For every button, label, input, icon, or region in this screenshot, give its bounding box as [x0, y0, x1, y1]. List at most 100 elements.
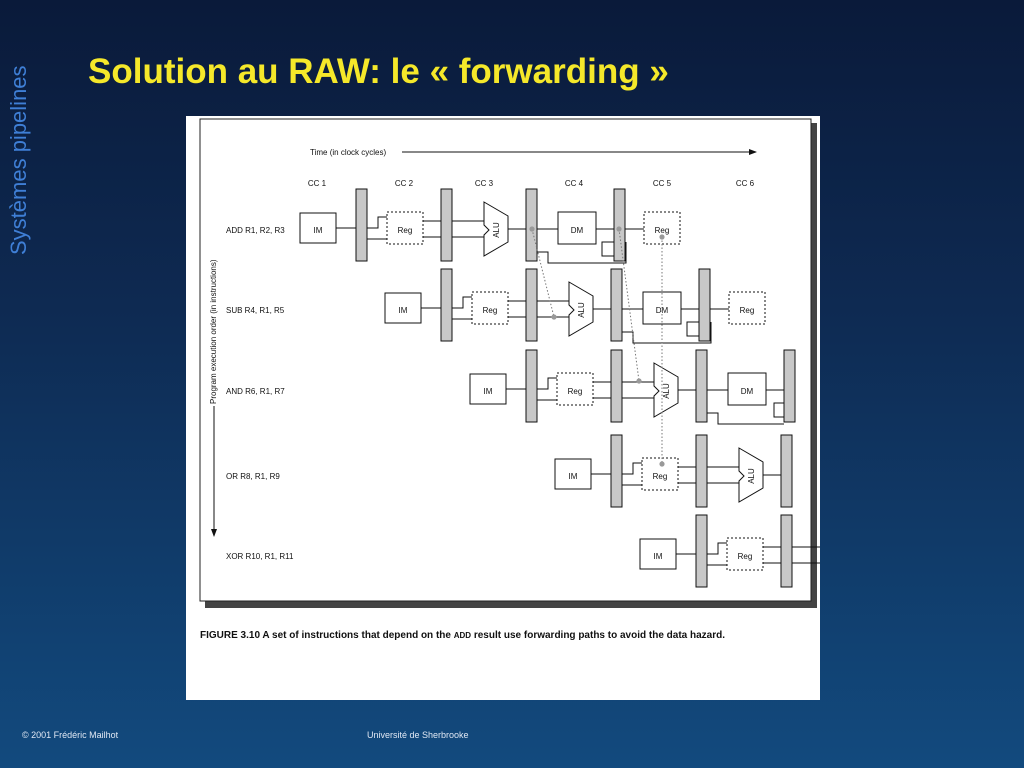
pipeline-register [783, 349, 796, 423]
pipeline-register [440, 268, 453, 342]
reg-read-box [471, 291, 509, 325]
alu-shape [738, 447, 764, 503]
alu-label: ALU [662, 383, 671, 399]
reg-read-label: Reg [483, 306, 498, 315]
forwarding-path [618, 228, 640, 382]
clock-cycle-label: CC 5 [653, 179, 672, 188]
pipeline-register [695, 514, 708, 588]
im-box [469, 373, 507, 405]
dm-label: DM [741, 387, 754, 396]
pipeline-register [780, 514, 793, 588]
forwarding-node [551, 314, 557, 320]
im-box [384, 292, 422, 324]
reg-write-label: Reg [655, 226, 670, 235]
forwarding-path [531, 228, 555, 318]
wire [537, 377, 557, 390]
pipeline-row: IM Reg ALU DM Reg [299, 188, 681, 264]
clock-cycle-label: CC 2 [395, 179, 414, 188]
reg-write-label: Reg [740, 306, 755, 315]
pipeline-row: IM Reg ALU [554, 434, 793, 508]
pipeline-register [695, 349, 708, 423]
pipeline-register [613, 188, 626, 262]
footer-university: Université de Sherbrooke [367, 730, 469, 740]
pipeline-row: IM Reg ALU [469, 349, 708, 423]
instruction-label: SUB R4, R1, R5 [226, 306, 285, 315]
im-box [299, 212, 337, 244]
im-box [554, 458, 592, 490]
im-label: IM [399, 306, 408, 315]
clock-cycle-label: CC 3 [475, 179, 494, 188]
dm-label: DM [571, 226, 584, 235]
pipeline-register [610, 434, 623, 508]
pipeline-register [525, 268, 538, 342]
forwarding-node [659, 234, 665, 240]
order-label: Program execution order (in instructions… [209, 259, 218, 404]
wire [707, 412, 784, 425]
figure-panel: Time (in clock cycles) Program execution… [186, 116, 820, 700]
reg-write-box [728, 291, 766, 325]
wire [681, 308, 700, 337]
reg-read-label: Reg [738, 552, 753, 561]
pipeline-diagram: Time (in clock cycles) Program execution… [199, 118, 820, 608]
im-box [639, 538, 677, 570]
dm-box [557, 211, 597, 245]
pipeline-register [525, 349, 538, 423]
alu-label: ALU [492, 222, 501, 238]
time-label: Time (in clock cycles) [310, 148, 386, 157]
im-label: IM [654, 552, 663, 561]
side-title: Systèmes pipelines [6, 65, 31, 255]
forwarding-node [616, 226, 622, 232]
dm-box [727, 372, 767, 406]
clock-cycle-labels: CC 1 CC 2 CC 3 CC 4 CC 5 CC 6 [308, 179, 755, 188]
wire [766, 389, 785, 418]
slide-title: Solution au RAW: le « forwarding » [88, 52, 669, 91]
wire [367, 216, 387, 229]
pipeline-register [695, 434, 708, 508]
pipeline-register [610, 349, 623, 423]
clock-cycle-label: CC 1 [308, 179, 327, 188]
instruction-label: OR R8, R1, R9 [226, 472, 280, 481]
reg-read-label: Reg [653, 472, 668, 481]
alu-label: ALU [747, 468, 756, 484]
reg-read-box [726, 537, 764, 571]
reg-read-box [386, 211, 424, 245]
reg-read-box [556, 372, 594, 406]
forwarding-node [529, 226, 535, 232]
clock-cycle-label: CC 4 [565, 179, 584, 188]
instruction-label: AND R6, R1, R7 [226, 387, 285, 396]
im-label: IM [484, 387, 493, 396]
figure-caption: FIGURE 3.10 A set of instructions that d… [200, 630, 726, 641]
wire [622, 462, 642, 475]
wire [596, 228, 615, 257]
pipeline-register [698, 268, 711, 342]
wire [537, 242, 627, 264]
alu-label: ALU [577, 302, 586, 318]
pipeline-register [780, 434, 793, 508]
clock-cycle-label: CC 6 [736, 179, 755, 188]
alu-shape [483, 201, 509, 257]
im-label: IM [569, 472, 578, 481]
pipeline-register [610, 268, 623, 342]
figure-frame [199, 118, 812, 602]
wire [452, 296, 472, 309]
instruction-labels: ADD R1, R2, R3 SUB R4, R1, R5 AND R6, R1, … [226, 226, 294, 561]
instruction-label: ADD R1, R2, R3 [226, 226, 285, 235]
pipeline-register [525, 188, 538, 262]
forwarding-node [659, 461, 665, 467]
forwarding-paths [529, 226, 665, 467]
wire [622, 322, 712, 344]
reg-read-label: Reg [398, 226, 413, 235]
pipeline-row: DM [707, 349, 796, 425]
forwarding-node [636, 378, 642, 384]
alu-shape [653, 362, 679, 418]
footer-copyright: © 2001 Frédéric Mailhot [22, 730, 119, 740]
pipeline-register [440, 188, 453, 262]
instruction-label: XOR R10, R1, R11 [226, 552, 294, 561]
reg-read-label: Reg [568, 387, 583, 396]
wire [707, 542, 727, 555]
im-label: IM [314, 226, 323, 235]
alu-shape [568, 281, 594, 337]
